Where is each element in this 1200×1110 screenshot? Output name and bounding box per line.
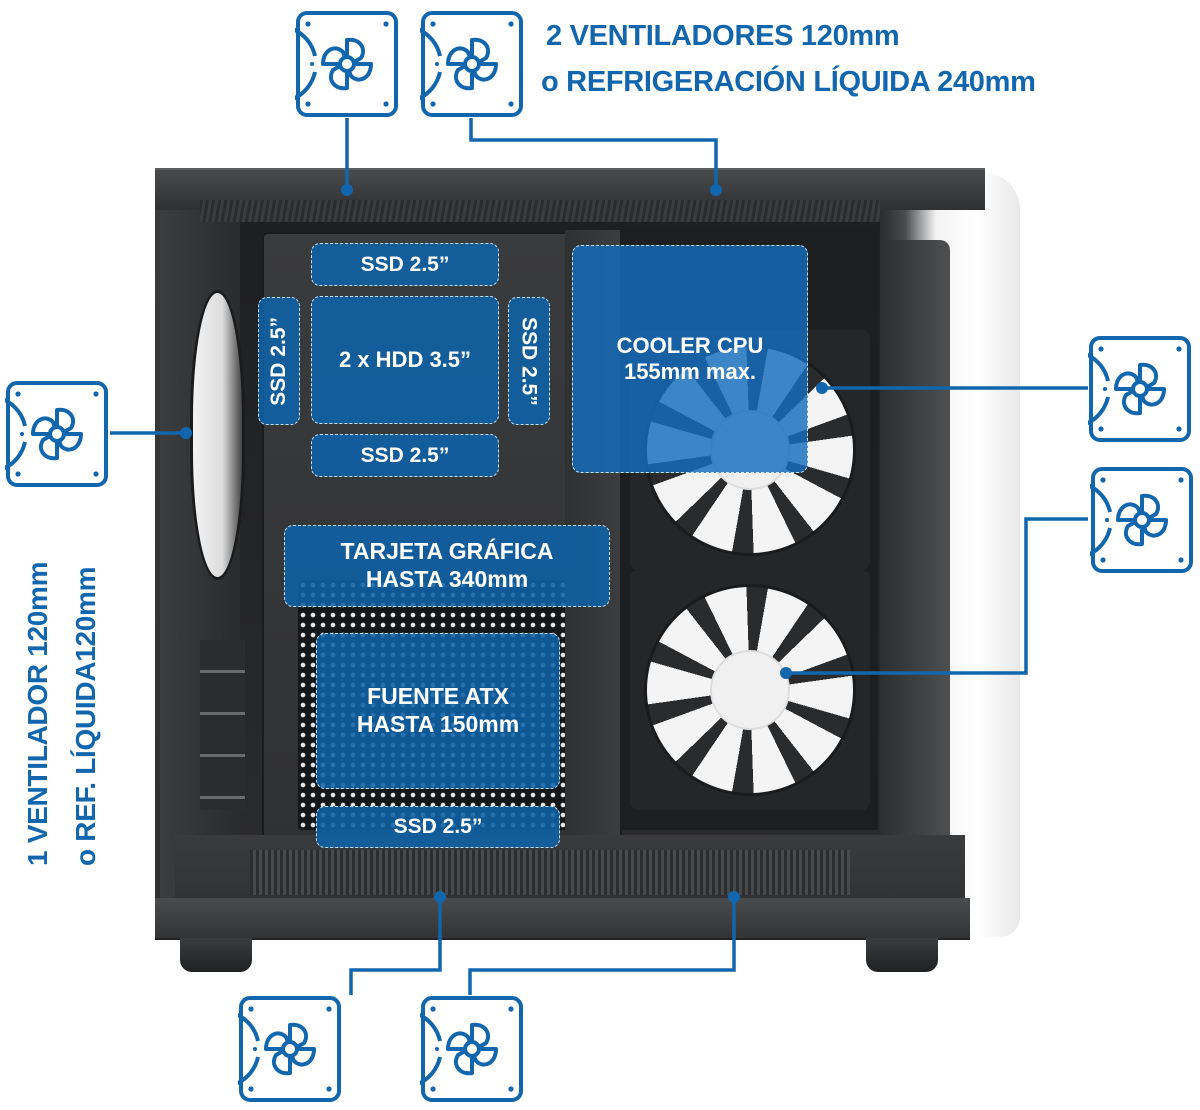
psu-line-2: HASTA 150mm: [356, 711, 520, 737]
fan-icon: [420, 10, 524, 118]
fan-icon: [238, 995, 342, 1103]
fan-icon: [1088, 335, 1192, 443]
ssd-left-label: SSD 2.5”: [267, 316, 291, 406]
psu-zone: FUENTE ATX HASTA 150mm: [316, 633, 560, 789]
fan-icon: [5, 380, 109, 488]
ssd-bottom-label: SSD 2.5”: [393, 815, 483, 839]
ssd-bottom-slot: SSD 2.5”: [316, 806, 560, 848]
cpu-cooler-zone: COOLER CPU 155mm max.: [572, 245, 808, 473]
rear-fan: [190, 290, 245, 580]
ssd-top-slot: SSD 2.5”: [311, 243, 499, 286]
ssd-top-label: SSD 2.5”: [360, 252, 450, 276]
gpu-zone: TARJETA GRÁFICA HASTA 340mm: [284, 525, 610, 607]
ssd-right-slot: SSD 2.5”: [508, 297, 550, 425]
ssd-middle-label: SSD 2.5”: [360, 443, 450, 467]
cooler-line-2: 155mm max.: [623, 359, 757, 384]
top-mount-title: 2 VENTILADORES 120mm: [546, 20, 900, 52]
rear-mount-subtitle: o REF. LÍQUIDA120mm: [70, 566, 101, 866]
bottom-vent: [250, 850, 850, 895]
fan-icon: [295, 10, 399, 118]
ssd-right-label: SSD 2.5”: [517, 316, 541, 406]
case-foot-right: [866, 938, 938, 972]
case-bottom: [155, 898, 970, 940]
fan-icon: [1090, 466, 1194, 574]
top-mount-subtitle: o REFRIGERACIÓN LÍQUIDA 240mm: [541, 66, 1036, 98]
front-fan-lower: [630, 570, 870, 810]
ssd-left-slot: SSD 2.5”: [258, 297, 300, 425]
pci-slots: [200, 640, 245, 810]
psu-line-1: FUENTE ATX: [367, 683, 509, 710]
hdd-label: 2 x HDD 3.5”: [338, 346, 472, 372]
top-vent: [200, 200, 880, 222]
glass-frame: [880, 240, 950, 900]
case-foot-left: [180, 938, 252, 972]
gpu-line-1: TARJETA GRÁFICA: [340, 538, 554, 565]
ssd-middle-slot: SSD 2.5”: [311, 434, 499, 477]
gpu-line-2: HASTA 340mm: [365, 566, 529, 592]
cooler-line-1: COOLER CPU: [616, 332, 764, 358]
rear-mount-title: 1 VENTILADOR 120mm: [22, 561, 53, 866]
hdd-slot: 2 x HDD 3.5”: [311, 296, 499, 424]
fan-icon: [420, 995, 524, 1103]
